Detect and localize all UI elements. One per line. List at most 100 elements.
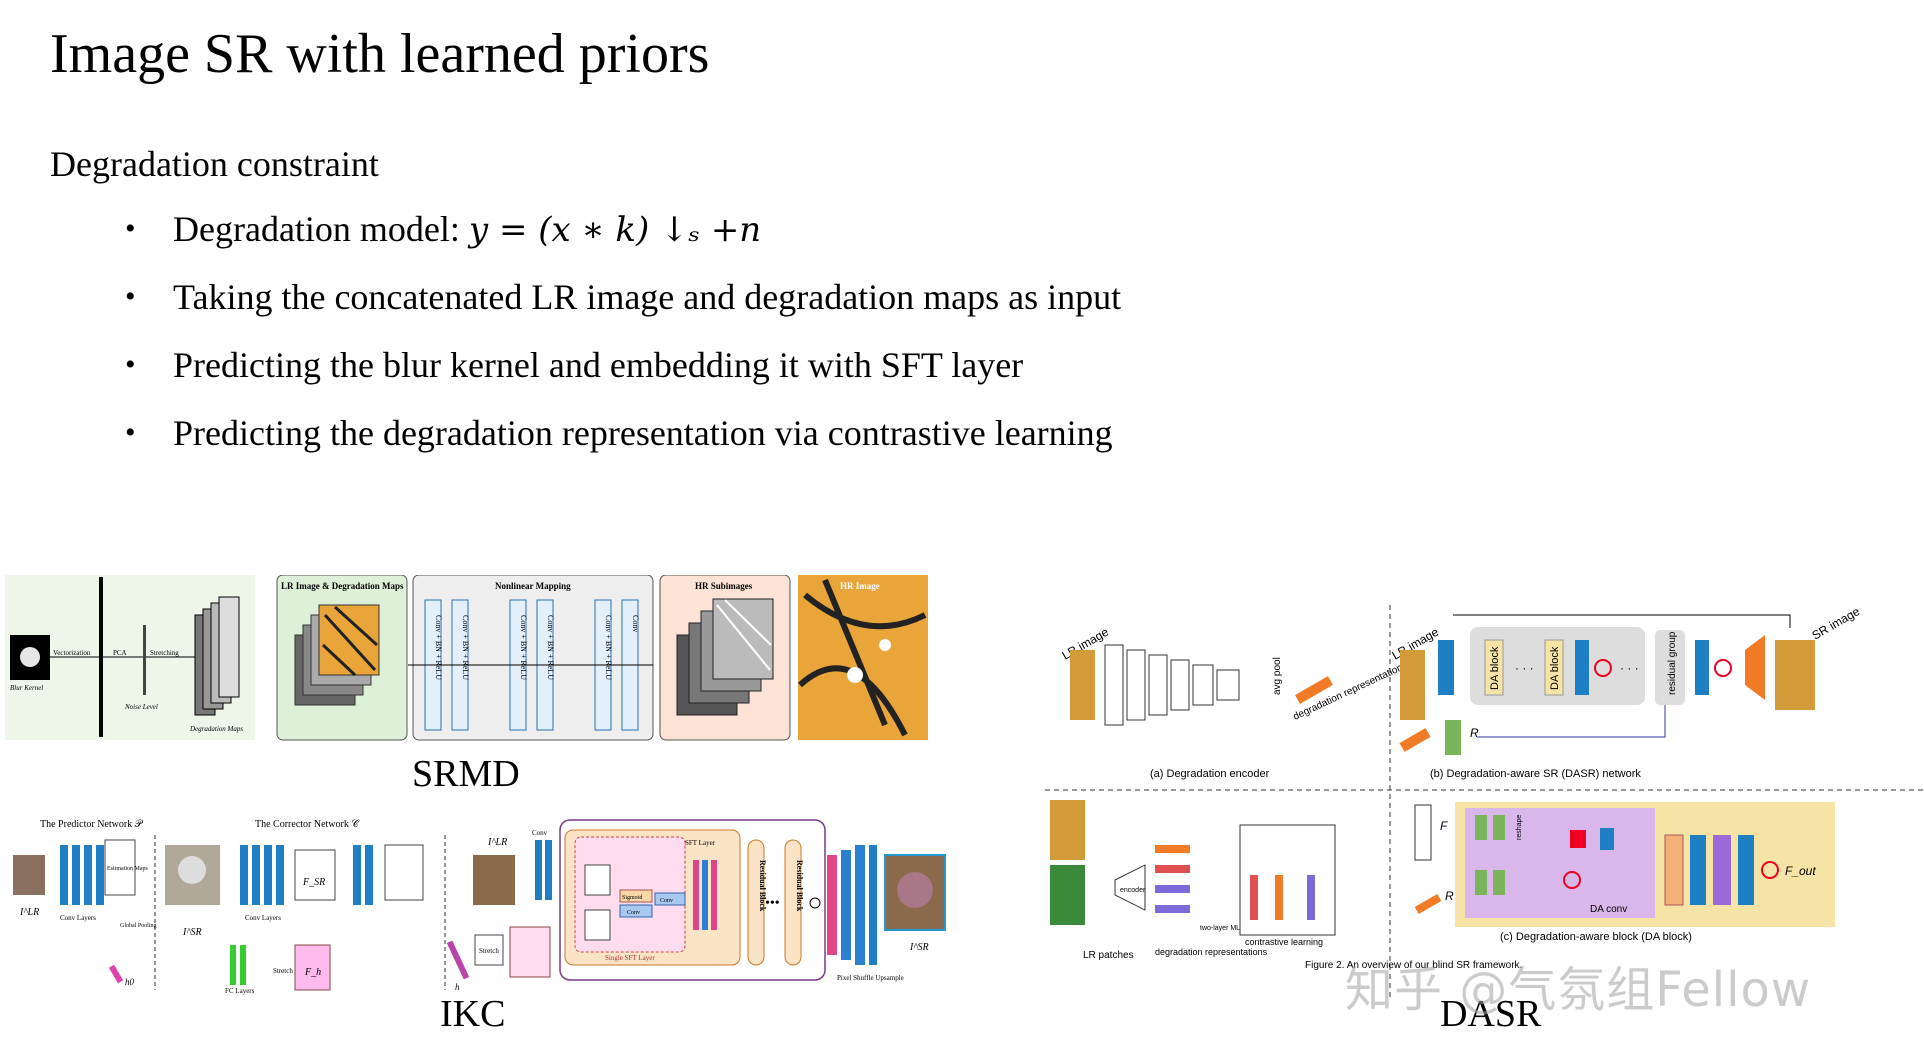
upsample-layers bbox=[827, 845, 877, 965]
conv-layer-label: Conv + BN + ReLU bbox=[546, 615, 555, 680]
add-node-icon bbox=[809, 897, 821, 909]
conv-label: Conv bbox=[627, 910, 640, 916]
upsampler bbox=[1745, 635, 1765, 700]
f-input-box bbox=[1414, 804, 1432, 861]
vectorization-label: Vectorization bbox=[53, 649, 91, 657]
degradation-vector bbox=[1295, 676, 1333, 704]
da-block-label: DA block bbox=[1489, 646, 1501, 690]
fc-block bbox=[1475, 870, 1487, 895]
conv-layer-label: Conv bbox=[631, 615, 640, 632]
da-block-caption: (c) Degradation-aware block (DA block) bbox=[1500, 931, 1692, 943]
h-label: h bbox=[455, 982, 460, 992]
corrector-conv-layers bbox=[240, 845, 284, 905]
lr-input-stack bbox=[294, 604, 380, 706]
sr-caption: (b) Degradation-aware SR (DASR) network bbox=[1430, 768, 1641, 780]
ellipsis-icon: · · · bbox=[1515, 661, 1534, 675]
sft-conv-box bbox=[654, 892, 686, 906]
f-label: F bbox=[1440, 819, 1448, 833]
ikc-figure: The Predictor Network 𝒫 I^LR Conv Layers… bbox=[13, 819, 946, 995]
blur-kernel-label: Blur Kernel bbox=[10, 684, 43, 692]
conv-layers-label: Conv Layers bbox=[245, 914, 281, 922]
lr-patch bbox=[1050, 865, 1085, 925]
estimation-maps-box bbox=[104, 839, 136, 896]
dasr-figure: LR image avg pool degradation representa… bbox=[1045, 604, 1924, 1000]
r-label: R bbox=[1445, 889, 1454, 903]
h-vector bbox=[446, 940, 470, 980]
sft-layer-label: SFT Layer bbox=[685, 839, 716, 847]
fc-layer bbox=[240, 945, 246, 985]
sft-isr-label: I^SR bbox=[909, 942, 929, 953]
ikc-caption: IKC bbox=[440, 993, 506, 1035]
h0-label: h0 bbox=[125, 977, 135, 987]
conv-layer bbox=[1713, 835, 1731, 905]
add-node-icon bbox=[1714, 659, 1732, 677]
conv-layer bbox=[365, 845, 373, 905]
ikc-lr-input bbox=[13, 855, 45, 895]
conv-layer bbox=[1664, 834, 1684, 906]
sigmoid-label: Sigmoid bbox=[622, 895, 642, 901]
conv-label: Conv bbox=[532, 829, 548, 837]
sr-image-label: SR image bbox=[1810, 604, 1863, 643]
encoder-shape bbox=[1114, 864, 1146, 911]
sft-outer-loop bbox=[559, 819, 826, 981]
fc-layers-label: FC Layers bbox=[225, 987, 255, 995]
fc-block bbox=[1445, 720, 1461, 755]
corrector-label: The Corrector Network 𝒞 bbox=[255, 819, 360, 830]
da-block-label: DA block bbox=[1549, 646, 1561, 690]
deg-reprs-label: degradation representations bbox=[1155, 947, 1268, 957]
sr-lr-input bbox=[1400, 650, 1425, 720]
corrector-estimation-box bbox=[384, 844, 424, 901]
depthwise-conv bbox=[1570, 830, 1586, 848]
conv-layer bbox=[1575, 640, 1589, 695]
stretch-label: Stretch bbox=[479, 947, 499, 955]
ikc-ilr-label: I^LR bbox=[19, 907, 39, 918]
sft-h-maps bbox=[509, 926, 551, 978]
residual-block bbox=[747, 839, 765, 966]
enc-lr-input bbox=[1070, 650, 1095, 720]
degradation-maps-label: Degradation Maps bbox=[189, 725, 243, 733]
lr-patches-label: LR patches bbox=[1083, 950, 1134, 961]
bullet-item: Degradation model: y = (x ∗ k) ↓ₛ +n bbox=[125, 205, 1121, 273]
sft-conv-box bbox=[619, 904, 653, 918]
fc-block bbox=[1493, 815, 1505, 840]
bullet-item: Taking the concatenated LR image and deg… bbox=[125, 273, 1121, 341]
lr-deg-label: LR Image & Degradation Maps bbox=[281, 581, 404, 591]
conv-layer-label: Conv + BN + ReLU bbox=[604, 615, 613, 680]
conv-layer bbox=[545, 840, 552, 900]
srmd-figure: Blur Kernel Vectorization PCA Stretching… bbox=[5, 575, 928, 741]
residual-block bbox=[784, 839, 802, 966]
h0-vector bbox=[108, 964, 124, 984]
encoder-conv-stack bbox=[1104, 644, 1240, 726]
stretching-label: Stretching bbox=[150, 649, 179, 657]
ikc-sft-lr-input bbox=[473, 855, 515, 905]
da-conv-label: DA conv bbox=[1590, 904, 1627, 915]
fc-block bbox=[1493, 870, 1505, 895]
srmd-caption: SRMD bbox=[412, 753, 520, 795]
fc-layer bbox=[230, 945, 236, 985]
bullet-item: Predicting the blur kernel and embedding… bbox=[125, 341, 1121, 409]
avg-pool-label: avg pool bbox=[1272, 657, 1283, 695]
bullet-list: Degradation model: y = (x ∗ k) ↓ₛ +n Tak… bbox=[125, 205, 1121, 477]
predictor-label: The Predictor Network 𝒫 bbox=[40, 819, 144, 830]
hr-subimages-stack bbox=[676, 598, 774, 716]
conv-layer bbox=[1600, 828, 1614, 850]
f-sr-label: F_SR bbox=[302, 877, 325, 888]
conv-layer bbox=[1738, 835, 1754, 905]
global-pooling-label: Global Pooling bbox=[120, 923, 157, 929]
enc-caption: (a) Degradation encoder bbox=[1150, 768, 1270, 780]
dasr-caption: DASR bbox=[1440, 993, 1542, 1035]
dasr-figure-note: Figure 2. An overview of our blind SR fr… bbox=[1305, 960, 1522, 971]
bullet-text: Taking the concatenated LR image and deg… bbox=[173, 277, 1122, 317]
pixel-shuffle-label: Pixel Shuffle Upsample bbox=[837, 974, 904, 982]
contrastive-vectors bbox=[1250, 875, 1315, 920]
sr-output-image bbox=[1775, 640, 1815, 710]
reshape-label: reshape bbox=[1516, 815, 1523, 840]
degradation-vector bbox=[1414, 894, 1442, 914]
mlp-label: two-layer MLP bbox=[1200, 925, 1245, 932]
single-sft-label: Single SFT Layer bbox=[605, 954, 655, 962]
add-node-icon bbox=[1761, 861, 1779, 879]
conv-label: Conv bbox=[660, 898, 673, 904]
ikc-isr-label: I^SR bbox=[182, 927, 202, 938]
slide-title: Image SR with learned priors bbox=[50, 23, 710, 85]
stretch-box bbox=[474, 934, 504, 966]
